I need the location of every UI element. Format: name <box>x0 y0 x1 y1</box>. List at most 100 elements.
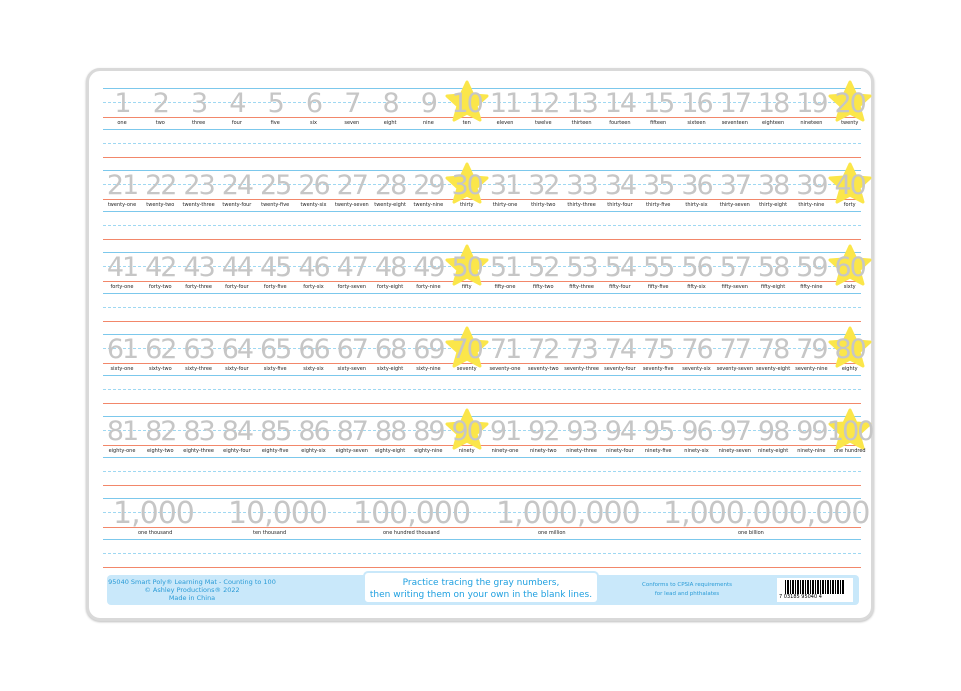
big-number-word: ten thousand <box>253 530 287 536</box>
number-word: fifty-four <box>609 284 631 290</box>
footer: 95040 Smart Poly® Learning Mat - Countin… <box>107 571 859 605</box>
trace-number: 80 <box>834 334 867 365</box>
number-word: fourteen <box>609 120 631 126</box>
trace-number: 91 <box>489 416 522 447</box>
trace-number: 7 <box>344 88 361 119</box>
dashed-guide-line <box>103 102 861 103</box>
number-word: thirty-two <box>531 202 556 208</box>
number-word: eleven <box>496 120 514 126</box>
trace-number: 30 <box>451 170 484 201</box>
trace-number: 78 <box>757 334 790 365</box>
star-icon <box>828 162 872 206</box>
trace-number: 82 <box>145 416 177 447</box>
dashed-guide-line <box>103 143 861 144</box>
number-word: thirty-one <box>492 202 518 208</box>
compliance-line: Conforms to CPSIA requirements <box>642 582 732 588</box>
trace-number: 28 <box>374 170 407 201</box>
star-icon <box>828 326 872 370</box>
red-guide-line <box>103 527 861 528</box>
number-word: thirty <box>459 202 474 208</box>
trace-number: 94 <box>604 416 637 447</box>
blue-guide-line <box>103 539 861 540</box>
number-word: thirty-nine <box>798 202 825 208</box>
trace-number: 50 <box>451 252 484 283</box>
trace-number: 9 <box>420 88 438 119</box>
number-word: sixty-three <box>185 366 212 372</box>
trace-number: 38 <box>757 170 790 201</box>
compliance-note: Conforms to CPSIA requirements for lead … <box>617 581 757 599</box>
blue-guide-line <box>103 334 861 335</box>
number-word: five <box>270 120 280 126</box>
number-word: eighty-one <box>108 448 136 454</box>
product-info: 95040 Smart Poly® Learning Mat - Countin… <box>107 578 277 602</box>
trace-number: 19 <box>796 88 828 119</box>
dashed-guide-line <box>103 307 861 308</box>
number-word: eighty-seven <box>335 448 368 454</box>
red-guide-line <box>103 567 861 568</box>
trace-number: 70 <box>451 334 484 365</box>
number-word: three <box>191 120 206 126</box>
trace-number: 8 <box>382 88 400 119</box>
big-number-word: one billion <box>738 530 764 536</box>
trace-number: 3 <box>191 88 208 119</box>
trace-number: 49 <box>413 252 445 283</box>
number-word: sixty-six <box>303 366 324 372</box>
red-guide-line <box>103 281 861 282</box>
number-word: sixty <box>843 284 856 290</box>
red-guide-line <box>103 363 861 364</box>
red-guide-line <box>103 239 861 240</box>
number-word: twenty-seven <box>334 202 369 208</box>
number-word: eighty-nine <box>414 448 443 454</box>
number-word: seventeen <box>721 120 748 126</box>
dashed-guide-line <box>103 430 861 431</box>
number-word: twenty-four <box>222 202 252 208</box>
trace-number: 10 <box>451 88 484 119</box>
trace-number: 2 <box>152 88 170 119</box>
blue-guide-line <box>103 375 861 376</box>
blue-guide-line <box>103 88 861 89</box>
trace-number: 6 <box>305 88 323 119</box>
number-word: ninety-three <box>566 448 597 454</box>
trace-number: 55 <box>643 252 675 283</box>
trace-number: 21 <box>106 170 139 201</box>
trace-number: 54 <box>604 252 637 283</box>
trace-number: 42 <box>145 252 177 283</box>
trace-number: 63 <box>183 334 215 365</box>
trace-number: 93 <box>566 416 598 447</box>
number-word: sixty-eight <box>376 366 404 372</box>
trace-number: 29 <box>413 170 445 201</box>
number-word: ninety-nine <box>797 448 826 454</box>
number-word: eight <box>383 120 397 126</box>
trace-number: 20 <box>834 88 867 119</box>
number-word: forty-eight <box>376 284 404 290</box>
trace-number: 31 <box>489 170 522 201</box>
number-word: ninety-eight <box>757 448 789 454</box>
trace-number: 23 <box>183 170 215 201</box>
trace-number: 95 <box>643 416 675 447</box>
number-word: twenty-two <box>146 202 175 208</box>
copyright: © Ashley Productions® 2022 <box>144 586 240 594</box>
number-word: four <box>231 120 242 126</box>
blue-guide-line <box>103 457 861 458</box>
blue-guide-line <box>103 416 861 417</box>
trace-number: 5 <box>267 88 285 119</box>
number-word: sixty-two <box>148 366 172 372</box>
instruction-line: then writing them on your own in the bla… <box>369 590 593 600</box>
number-word: fifteen <box>650 120 667 126</box>
number-word: ninety <box>458 448 475 454</box>
dashed-guide-line <box>103 389 861 390</box>
number-word: thirty-eight <box>759 202 788 208</box>
red-guide-line <box>103 403 861 404</box>
number-word: twenty-five <box>261 202 290 208</box>
trace-number: 18 <box>757 88 790 119</box>
number-word: forty-six <box>303 284 324 290</box>
blue-guide-line <box>103 252 861 253</box>
number-word: thirty-six <box>685 202 708 208</box>
number-word: sixty-one <box>110 366 134 372</box>
dashed-guide-line <box>103 471 861 472</box>
number-word: eighty <box>841 366 858 372</box>
number-word: ninety-two <box>530 448 557 454</box>
number-word: thirty-seven <box>719 202 750 208</box>
